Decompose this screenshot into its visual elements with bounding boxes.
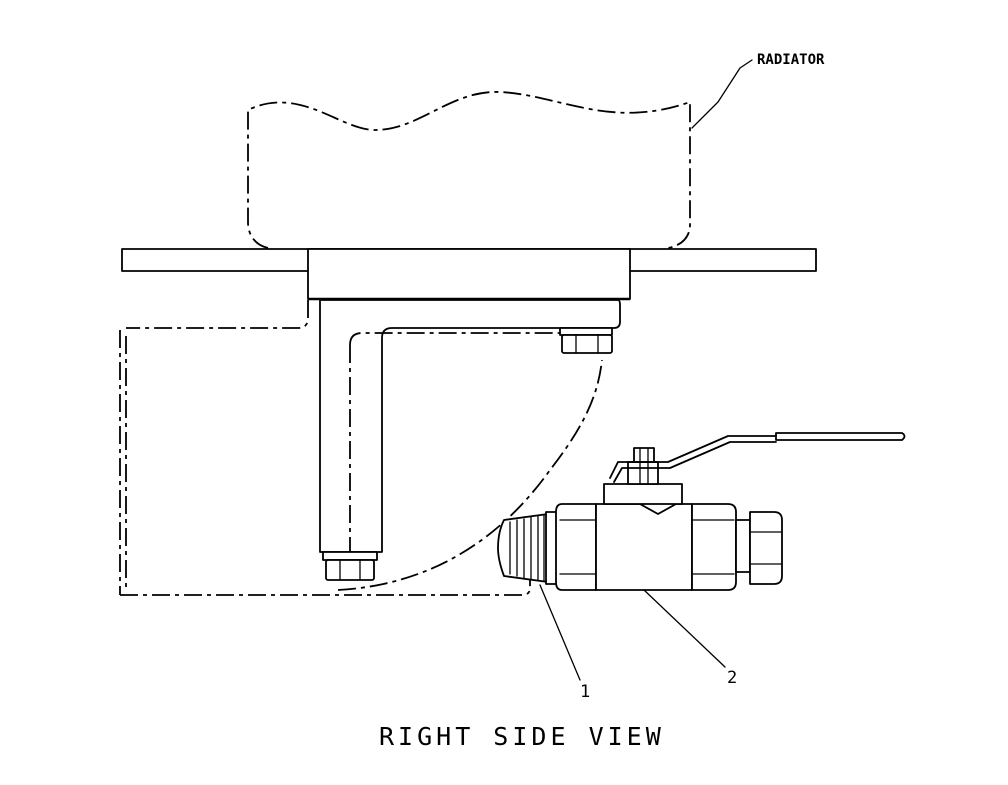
part-2-ball-valve — [555, 447, 783, 591]
radiator-label: RADIATOR — [757, 52, 825, 68]
part-1-fitting — [497, 511, 559, 585]
bracket-phantom — [119, 300, 603, 596]
top-hex-nut — [559, 327, 613, 354]
callout-2-label: 2 — [727, 668, 737, 688]
lower-tank-block — [307, 248, 631, 301]
bottom-hex-nut — [322, 551, 378, 581]
view-title: RIGHT SIDE VIEW — [379, 722, 665, 751]
drain-tube — [319, 299, 621, 553]
leader-lines — [539, 59, 753, 681]
radiator-outline — [247, 91, 691, 249]
callout-1-label: 1 — [580, 682, 590, 702]
valve-handle — [609, 432, 906, 483]
